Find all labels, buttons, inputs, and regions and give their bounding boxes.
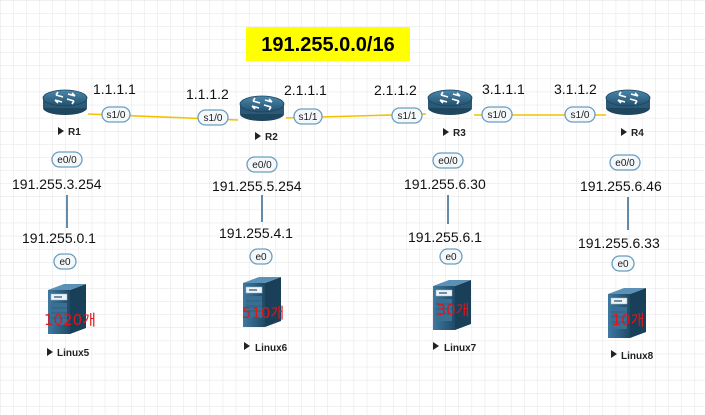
- port-label: s1/0: [571, 110, 590, 121]
- router-name: R2: [265, 132, 278, 143]
- port-label: e0/0: [438, 156, 458, 167]
- expand-arrow-icon: [47, 348, 53, 356]
- port-linux6-eth[interactable]: e0: [249, 248, 273, 265]
- expand-arrow-icon: [58, 127, 64, 135]
- port-r4-eth[interactable]: e0/0: [609, 154, 641, 171]
- port-label: e0/0: [615, 158, 635, 169]
- port-r2-serial-left[interactable]: s1/0: [197, 109, 229, 126]
- ip-label: 191.255.6.46: [580, 178, 662, 194]
- router-r1[interactable]: R1: [42, 89, 88, 138]
- ip-label: 191.255.0.1: [22, 230, 96, 246]
- port-label: e0/0: [252, 160, 272, 171]
- port-label: s1/1: [299, 112, 318, 123]
- port-linux5-eth[interactable]: e0: [53, 253, 77, 270]
- expand-arrow-icon: [433, 342, 439, 350]
- host-linux5[interactable]: 1020개 Linux5: [44, 283, 96, 359]
- router-name: R4: [631, 128, 644, 139]
- port-linux7-eth[interactable]: e0: [439, 248, 463, 265]
- port-label: e0: [59, 257, 71, 268]
- port-label: e0: [445, 252, 457, 263]
- host-count-label: 30개: [437, 301, 470, 319]
- hosts-layer: 1020개 Linux5 510개 Linux6 30개 Linux7 10개 …: [44, 276, 654, 362]
- router-eth-ip-labels: 191.255.3.254 191.255.5.254 191.255.6.30…: [12, 176, 662, 194]
- ip-label: 2.1.1.1: [284, 82, 327, 98]
- ip-label: 2.1.1.2: [374, 82, 417, 98]
- router-icon: [239, 95, 285, 122]
- ip-label: 191.255.6.1: [408, 229, 482, 245]
- router-icon: [42, 89, 88, 116]
- expand-arrow-icon: [443, 128, 449, 136]
- router-icon: [427, 89, 473, 116]
- host-name: Linux5: [57, 348, 90, 359]
- port-label: s1/1: [398, 111, 417, 122]
- host-count-label: 1020개: [44, 311, 96, 329]
- expand-arrow-icon: [611, 350, 617, 358]
- host-linux7[interactable]: 30개 Linux7: [432, 279, 477, 354]
- ip-label: 1.1.1.2: [186, 86, 229, 102]
- router-icon: [605, 89, 651, 116]
- router-r3[interactable]: R3: [427, 89, 473, 139]
- expand-arrow-icon: [244, 342, 250, 350]
- title-highlight: [246, 27, 410, 61]
- router-eth-ports: e0/0 e0/0 e0/0 e0/0: [51, 151, 641, 173]
- port-r3-serial-right[interactable]: s1/0: [481, 106, 513, 123]
- ip-label: 191.255.4.1: [219, 225, 293, 241]
- port-r2-serial-right[interactable]: s1/1: [293, 108, 323, 125]
- port-label: s1/0: [107, 110, 126, 121]
- port-r2-eth[interactable]: e0/0: [246, 156, 278, 173]
- port-r4-serial[interactable]: s1/0: [564, 106, 596, 123]
- port-linux8-eth[interactable]: e0: [611, 255, 635, 272]
- serial-ip-labels: 1.1.1.1 1.1.1.2 2.1.1.1 2.1.1.2 3.1.1.1 …: [93, 81, 597, 102]
- serial-ports-layer: s1/0 s1/0 s1/1 s1/1 s1/0 s1/0: [101, 106, 596, 126]
- host-name: Linux7: [444, 343, 477, 354]
- router-r2[interactable]: R2: [239, 95, 285, 143]
- host-name: Linux8: [621, 351, 654, 362]
- expand-arrow-icon: [255, 132, 261, 140]
- ip-label: 191.255.6.30: [404, 176, 486, 192]
- network-title: 191.255.0.0/16: [246, 27, 410, 61]
- host-linux6[interactable]: 510개 Linux6: [242, 276, 288, 354]
- ip-label: 3.1.1.2: [554, 81, 597, 97]
- host-linux8[interactable]: 10개 Linux8: [607, 287, 654, 362]
- port-r1-serial[interactable]: s1/0: [101, 106, 131, 123]
- port-label: e0: [617, 259, 629, 270]
- ip-label: 1.1.1.1: [93, 81, 136, 97]
- port-label: s1/0: [204, 113, 223, 124]
- port-label: e0: [255, 252, 267, 263]
- port-r3-serial-left[interactable]: s1/1: [391, 107, 423, 124]
- ip-label: 3.1.1.1: [482, 81, 525, 97]
- ip-label: 191.255.3.254: [12, 176, 102, 192]
- host-ip-labels: 191.255.0.1 191.255.4.1 191.255.6.1 191.…: [22, 225, 660, 251]
- router-r4[interactable]: R4: [605, 89, 651, 139]
- routers-layer: R1 R2 R3 R4: [42, 89, 651, 143]
- ip-label: 191.255.5.254: [212, 178, 302, 194]
- port-r1-eth[interactable]: e0/0: [51, 151, 83, 168]
- port-label: e0/0: [57, 155, 77, 166]
- title-text: 191.255.0.0/16: [261, 34, 394, 56]
- expand-arrow-icon: [621, 128, 627, 136]
- ip-label: 191.255.6.33: [578, 235, 660, 251]
- port-r3-eth[interactable]: e0/0: [432, 152, 464, 169]
- host-count-label: 10개: [612, 311, 645, 329]
- host-eth-ports: e0 e0 e0 e0: [53, 248, 635, 272]
- host-name: Linux6: [255, 343, 288, 354]
- router-name: R1: [68, 127, 81, 138]
- router-name: R3: [453, 128, 466, 139]
- port-label: s1/0: [488, 110, 507, 121]
- host-count-label: 510개: [242, 304, 284, 322]
